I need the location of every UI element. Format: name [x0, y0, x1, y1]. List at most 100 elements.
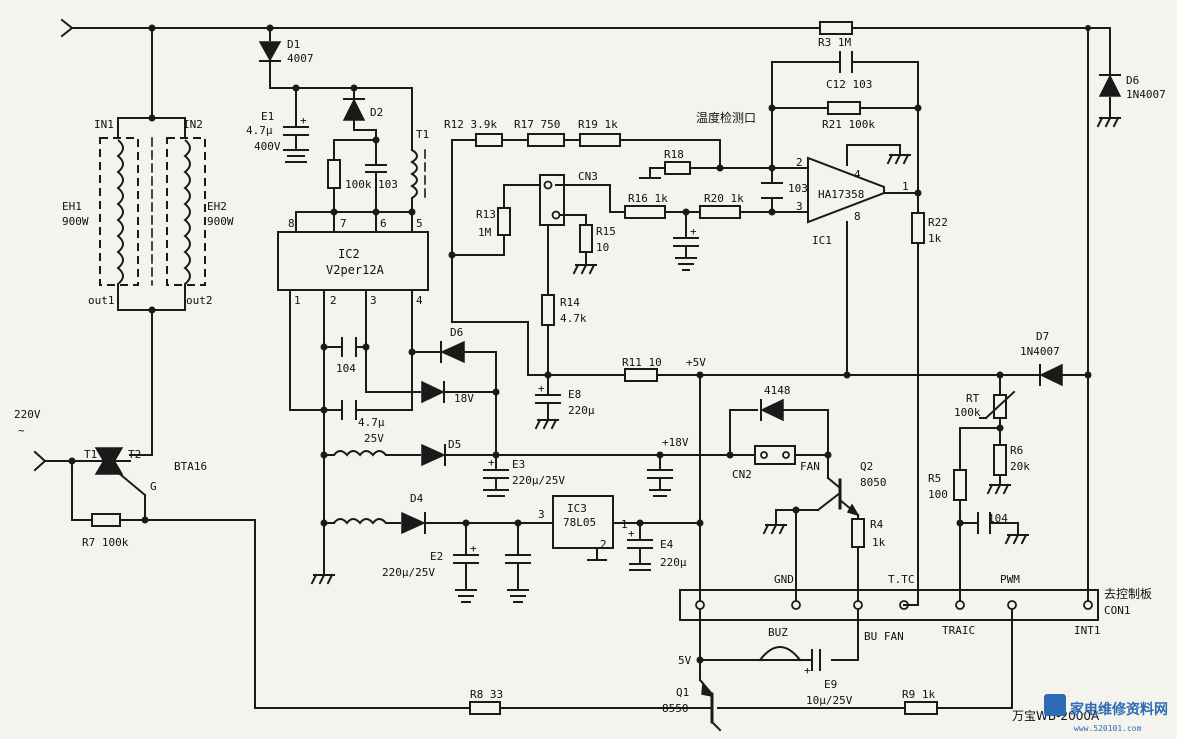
zener-label: 18V — [454, 392, 474, 405]
zener-18v — [421, 380, 445, 404]
e4-label: E4 — [660, 538, 674, 551]
v5-label: 5V — [678, 654, 692, 667]
capacitor-e4 — [627, 539, 653, 571]
r4-label: R4 — [870, 518, 884, 531]
q2-emitter-arrow — [846, 503, 860, 517]
r22-value: 1k — [928, 232, 942, 245]
r6-label: R6 — [1010, 444, 1023, 457]
d4-label: D4 — [410, 492, 424, 505]
resistor-r14 — [541, 294, 555, 326]
label-out2: out2 — [186, 294, 213, 307]
resistor-r12 — [475, 133, 503, 147]
r11-label: R11 10 — [622, 356, 662, 369]
ground-symbols — [285, 116, 1121, 585]
r9-label: R9 1k — [902, 688, 935, 701]
capacitor-c12 — [839, 51, 853, 73]
transformer-t1-coil — [410, 149, 418, 200]
inductor-d5-line — [333, 450, 387, 457]
e1-plus: + — [300, 114, 307, 127]
con1-pin-traic — [955, 600, 965, 610]
e4-plus: + — [628, 527, 635, 540]
diode-d1 — [258, 41, 282, 62]
rt-label: RT — [966, 392, 980, 405]
e1-value: 4.7μ — [246, 124, 273, 137]
ic3-name: IC3 — [567, 502, 587, 515]
connector-cn2-fan — [754, 445, 796, 465]
ic1-pin2: 2 — [796, 156, 803, 169]
ic2-pin3: 3 — [370, 294, 377, 307]
e8-value: 220μ — [568, 404, 595, 417]
con1-pin-pwm — [1007, 600, 1017, 610]
q2-label: Q2 — [860, 460, 873, 473]
d6-label: D6 — [450, 326, 463, 339]
diode-d6-supply — [1098, 74, 1122, 97]
connector-con1 — [679, 589, 1099, 621]
ic2-pin4: 4 — [416, 294, 423, 307]
e2-value: 220μ/25V — [382, 566, 435, 579]
triac-gate-label: G — [150, 480, 157, 493]
resistor-r15 — [579, 224, 593, 253]
resistor-r18 — [664, 161, 691, 175]
c47-value: 4.7μ — [358, 416, 385, 429]
mains-voltage-label: 220V — [14, 408, 41, 421]
ic2-pin6: 6 — [380, 217, 387, 230]
ic1-part: HA17358 — [818, 188, 864, 201]
label-eh1-watt: 900W — [62, 215, 89, 228]
capacitor-103-opamp — [761, 182, 783, 199]
e1-label: E1 — [261, 110, 274, 123]
r4-value: 1k — [872, 536, 886, 549]
r12-label: R12 3.9k — [444, 118, 497, 131]
resistor-r19 — [579, 133, 621, 147]
ic2-body — [277, 231, 429, 291]
resistor-r7 — [91, 513, 121, 527]
cn2-label: CN2 — [732, 468, 752, 481]
con1-gnd-label: GND — [774, 573, 794, 586]
diode-d6-ic2 — [440, 340, 465, 364]
con1-pin-5v — [695, 600, 705, 610]
e9-label: E9 — [824, 678, 837, 691]
resistor-r16 — [624, 205, 666, 219]
con1-name: CON1 — [1104, 604, 1131, 617]
c12-label: C12 103 — [826, 78, 872, 91]
ic2-pin7: 7 — [340, 217, 347, 230]
resistor-r3 — [819, 21, 853, 35]
capacitor-e3 — [483, 469, 509, 497]
watermark-logo — [1044, 694, 1066, 716]
resistor-r17 — [527, 133, 565, 147]
resistor-r22 — [911, 212, 925, 244]
ic3-pin3: 3 — [538, 508, 545, 521]
r17-label: R17 750 — [514, 118, 560, 131]
diode-d5 — [421, 443, 446, 467]
buzzer-body — [758, 646, 802, 662]
ic3-body — [552, 495, 614, 549]
capacitor-104-rt — [977, 512, 991, 534]
capacitor-104-ic2 — [341, 337, 357, 357]
r22-label: R22 — [928, 216, 948, 229]
diode-4148 — [760, 398, 784, 422]
r5-label: R5 — [928, 472, 941, 485]
c103a-label: 103 — [378, 178, 398, 191]
resistor-r6 — [993, 444, 1007, 476]
ic3-pin1: 1 — [621, 518, 628, 531]
c104b-label: 104 — [988, 512, 1008, 525]
r3-label: R3 1M — [818, 36, 851, 49]
ic2-pin1: 1 — [294, 294, 301, 307]
con1-traic-label: TRAIC — [942, 624, 975, 637]
ic3-part: 78L05 — [563, 516, 596, 529]
triac-part-label: BTA16 — [174, 460, 207, 473]
q1-label: Q1 — [676, 686, 689, 699]
watermark-url: www.520101.com — [1074, 724, 1142, 733]
r14-label: R14 — [560, 296, 580, 309]
diode-d7 — [1039, 363, 1063, 387]
cn3-label: CN3 — [578, 170, 598, 183]
label-in2: IN2 — [183, 118, 203, 131]
e4-value: 220μ — [660, 556, 687, 569]
resistor-r9 — [904, 701, 938, 715]
r5-value: 100 — [928, 488, 948, 501]
r8-label: R8 33 — [470, 688, 503, 701]
r19-label: R19 1k — [578, 118, 618, 131]
diode-d2 — [342, 98, 377, 131]
d4148-label: 4148 — [764, 384, 791, 397]
r20-label: R20 1k — [704, 192, 744, 205]
